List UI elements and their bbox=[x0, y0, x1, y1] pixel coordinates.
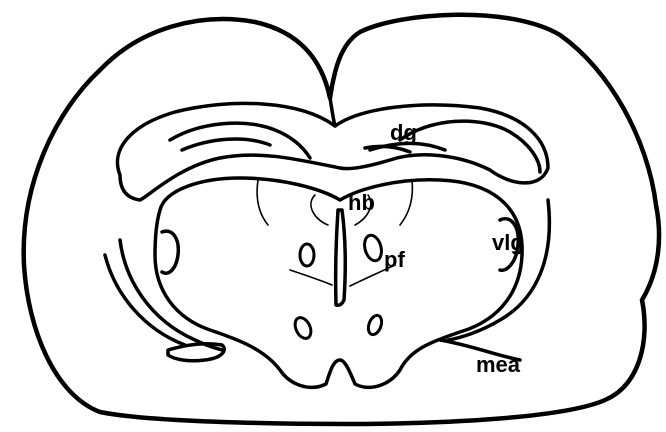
stria-medullaris-left bbox=[311, 195, 328, 225]
hippocampus-left-lower bbox=[182, 139, 270, 150]
fiber-left-lower bbox=[290, 270, 332, 285]
label-mea: mea bbox=[476, 352, 521, 377]
label-vlg: vlg bbox=[492, 230, 524, 255]
internal-capsule-left bbox=[120, 240, 222, 350]
label-pf: pf bbox=[384, 247, 405, 272]
left-fornix bbox=[300, 244, 314, 266]
third-ventricle bbox=[336, 210, 346, 305]
left-mammillary bbox=[292, 315, 314, 341]
mammillothalamic-right bbox=[400, 180, 412, 225]
label-hb: hb bbox=[348, 190, 375, 215]
mammillothalamic-left bbox=[257, 180, 268, 225]
right-mammillary bbox=[366, 314, 384, 337]
label-dg: dg bbox=[390, 120, 417, 145]
hippocampus-right-upper bbox=[400, 121, 540, 172]
left-lateral-nucleus bbox=[162, 231, 178, 273]
right-fornix bbox=[362, 233, 384, 262]
